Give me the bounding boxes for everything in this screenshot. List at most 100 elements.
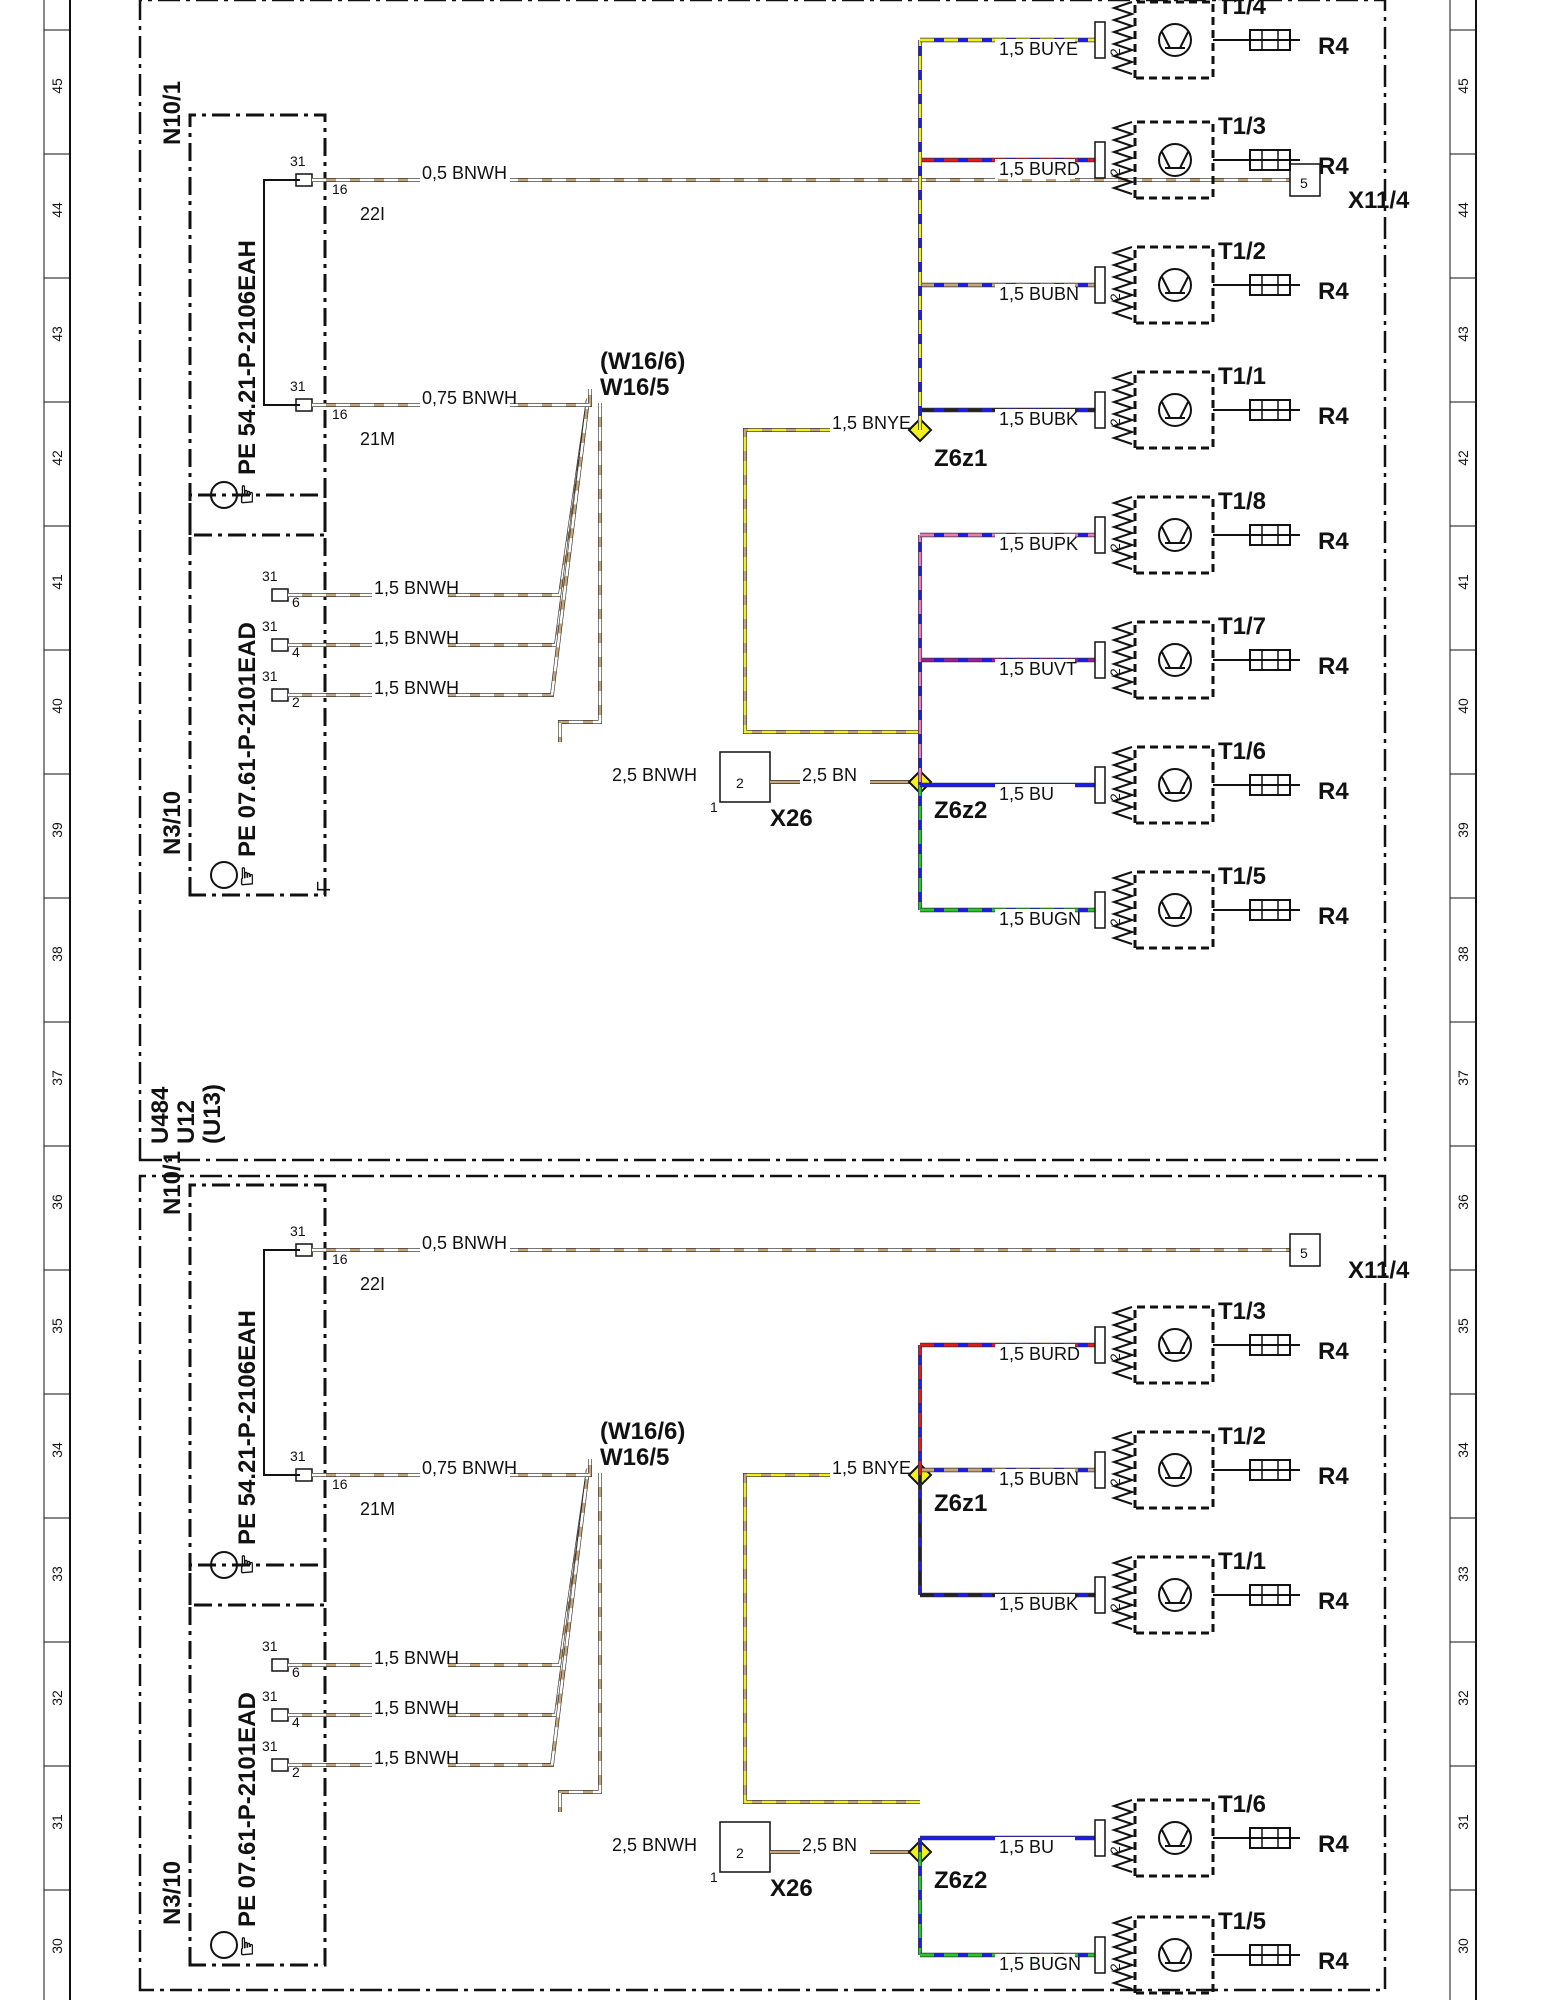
x26-box xyxy=(719,751,771,803)
svg-text:2,5 BNWH: 2,5 BNWH xyxy=(612,1835,697,1855)
module-label: T1/8 xyxy=(1218,488,1266,515)
pin-label: 31 xyxy=(262,1638,278,1654)
wire-label: 2,5 BNWH xyxy=(610,765,700,785)
wire-label: 1,5 BUYE xyxy=(995,39,1078,59)
resistor-icon xyxy=(1249,29,1291,51)
pin-label: 31 xyxy=(262,618,278,634)
grid-number-left: 44 xyxy=(49,202,65,218)
wire-code: 1,5 BUVT xyxy=(999,659,1077,679)
module-box xyxy=(1133,870,1215,950)
grid-number-right: 38 xyxy=(1455,946,1471,962)
sawtooth xyxy=(1110,121,1136,195)
grid-number-right: 43 xyxy=(1455,326,1471,342)
wire-label: 2,5 BN xyxy=(800,765,870,785)
grid-number-left: 32 xyxy=(49,1690,65,1706)
grid-number-left: 33 xyxy=(49,1566,65,1582)
pin-number: 5 xyxy=(1300,1245,1308,1261)
transistor-icon xyxy=(210,481,238,509)
z6z1-label: Z6z1 xyxy=(934,1490,987,1517)
resistor-icon xyxy=(1249,1584,1291,1606)
pin-number: 2 xyxy=(736,775,744,791)
wire-label: 1,5 BNWH xyxy=(372,1698,459,1718)
grid-number-left: 38 xyxy=(49,946,65,962)
pin-label: 31 xyxy=(290,1223,306,1239)
transistor-icon xyxy=(1158,1578,1192,1612)
grid-number-left: 31 xyxy=(49,1814,65,1830)
pin-number: 2 xyxy=(1107,1846,1123,1854)
sawtooth xyxy=(1110,496,1136,570)
n3-box xyxy=(188,1563,327,1967)
transistor-icon xyxy=(210,1931,238,1959)
pin-number: 6 xyxy=(292,1664,300,1680)
svg-text:2,5 BN: 2,5 BN xyxy=(802,765,857,785)
pin-box xyxy=(271,688,289,702)
pointer-icon: ☞ xyxy=(234,865,261,887)
svg-text:2,5 BN: 2,5 BN xyxy=(802,1835,857,1855)
wire-code: 1,5 BUBN xyxy=(999,284,1079,304)
wire-label: 0,75 BNWH xyxy=(420,388,517,408)
svg-text:W16/5: W16/5 xyxy=(600,374,669,401)
module-box xyxy=(1133,620,1215,700)
svg-text:W16/5: W16/5 xyxy=(600,1444,669,1471)
wire-label: 1,5 BNWH xyxy=(372,1748,459,1768)
transistor-icon xyxy=(1158,768,1192,802)
pin-number: 2 xyxy=(1107,1478,1123,1486)
pin-box xyxy=(1094,766,1106,804)
wire-code: 0,75 BNWH xyxy=(422,388,517,408)
n3-title: N3/10 xyxy=(159,1861,186,1925)
resistor-label: R4 xyxy=(1318,1463,1349,1490)
wire-code: 1,5 BUBN xyxy=(999,1469,1079,1489)
pin-label: 31 xyxy=(290,153,306,169)
transistor-icon xyxy=(1158,393,1192,427)
transistor-icon xyxy=(1158,1328,1192,1362)
grid-number-right: 40 xyxy=(1455,698,1471,714)
pin-number: 16 xyxy=(332,1251,348,1267)
pin-box xyxy=(1094,1819,1106,1857)
pin-number: 2 xyxy=(292,1764,300,1780)
n10-part-number: PE 54.21-P-2106EAH xyxy=(234,240,261,475)
transistor-icon xyxy=(1158,893,1192,927)
pin-number: 16 xyxy=(332,406,348,422)
wire-code: 1,5 BUGN xyxy=(999,909,1081,929)
n10-wire-b xyxy=(312,389,592,407)
pin-number: 2 xyxy=(1107,1963,1123,1971)
connector-label: 22I xyxy=(360,1274,385,1294)
pin-label: 31 xyxy=(262,668,278,684)
sawtooth xyxy=(1110,1306,1136,1380)
pin-box xyxy=(1094,1936,1106,1974)
wire-code: 1,5 BURD xyxy=(999,159,1080,179)
resistor-icon xyxy=(1249,399,1291,421)
grid-number-right: 32 xyxy=(1455,1690,1471,1706)
pin-number: 1 xyxy=(710,799,718,815)
pointer-icon: ☞ xyxy=(234,483,261,505)
x26-label: X26 xyxy=(770,1875,813,1902)
wire-label: 1,5 BUPK xyxy=(995,534,1078,554)
wire-label: 2,5 BN xyxy=(800,1835,870,1855)
grid-number-right: 36 xyxy=(1455,1194,1471,1210)
wire-code: 0,5 BNWH xyxy=(422,163,507,183)
wire-label: 1,5 BURD xyxy=(995,159,1080,179)
resistor-icon xyxy=(1249,1827,1291,1849)
wire-code: 1,5 BNWH xyxy=(374,1748,459,1768)
resistor-label: R4 xyxy=(1318,653,1349,680)
x11-label: X11/4 xyxy=(1348,1257,1410,1284)
sawtooth xyxy=(1110,1,1136,75)
resistor-label: R4 xyxy=(1318,1338,1349,1365)
module-label: T1/2 xyxy=(1218,1423,1266,1450)
pin-label: 31 xyxy=(290,378,306,394)
pin-number: 2 xyxy=(1107,543,1123,551)
resistor-label: R4 xyxy=(1318,278,1349,305)
grid-number-left: 35 xyxy=(49,1318,65,1334)
grid-number-left: 42 xyxy=(49,450,65,466)
pin-box xyxy=(271,588,289,602)
wire-label: 1,5 BU xyxy=(995,1837,1075,1857)
grid-number-left: 45 xyxy=(49,78,65,94)
w16-label: W16/5(W16/6) xyxy=(600,1418,685,1471)
n10-part-number: PE 54.21-P-2106EAH xyxy=(234,1310,261,1545)
grid-number-left: 34 xyxy=(49,1442,65,1458)
